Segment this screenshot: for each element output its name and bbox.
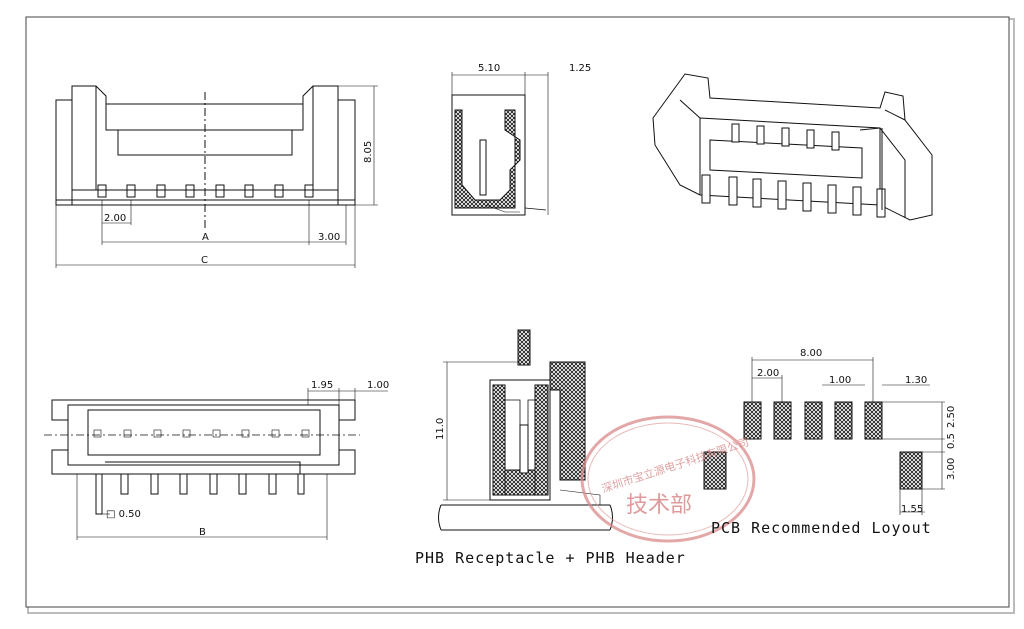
dim-pitch: 2.00 bbox=[104, 213, 126, 224]
assembly-view bbox=[438, 329, 613, 531]
caption-pcb-layout: PCB Recommended Loyout bbox=[711, 519, 932, 537]
stamp-dept-text: 技术部 bbox=[626, 493, 692, 518]
dim-depth: 5.10 bbox=[478, 63, 500, 74]
iso-pins bbox=[701, 123, 886, 218]
dim-gap-vertical: 0.5 bbox=[946, 433, 957, 449]
dim-c: C bbox=[201, 255, 208, 266]
dim-a: A bbox=[202, 232, 209, 243]
caption-assembly: PHB Receptacle + PHB Header bbox=[415, 549, 686, 567]
dim-pad-width: 1.30 bbox=[905, 375, 927, 386]
dim-overhang: 1.25 bbox=[569, 63, 591, 74]
dim-height: 8.05 bbox=[363, 141, 374, 163]
isometric-view bbox=[652, 73, 933, 221]
dim-pcb-span: 8.00 bbox=[800, 348, 822, 359]
dim-pin-size: □ 0.50 bbox=[106, 509, 141, 520]
dim-pcb-gap: 1.00 bbox=[829, 375, 851, 386]
dim-1-95: 1.95 bbox=[311, 380, 333, 391]
dim-b: B bbox=[199, 527, 206, 538]
side-view bbox=[451, 72, 549, 216]
dim-pad-height: 2.50 bbox=[946, 406, 957, 428]
bottom-view bbox=[44, 388, 388, 540]
bottom-contacts bbox=[93, 429, 310, 438]
pcb-mount-pads bbox=[703, 451, 923, 490]
dim-mount-height: 3.00 bbox=[946, 458, 957, 480]
dim-1-00: 1.00 bbox=[367, 380, 389, 391]
pcb-signal-pads bbox=[743, 401, 883, 440]
front-pins bbox=[97, 184, 314, 198]
bottom-pins bbox=[95, 473, 305, 515]
dim-end-offset: 3.00 bbox=[318, 232, 340, 243]
dim-assembly-height: 11.0 bbox=[435, 418, 446, 440]
dim-pcb-pitch: 2.00 bbox=[757, 368, 779, 379]
pcb-layout bbox=[703, 357, 945, 515]
dim-mount-width: 1.55 bbox=[901, 504, 923, 515]
front-view bbox=[55, 85, 378, 268]
